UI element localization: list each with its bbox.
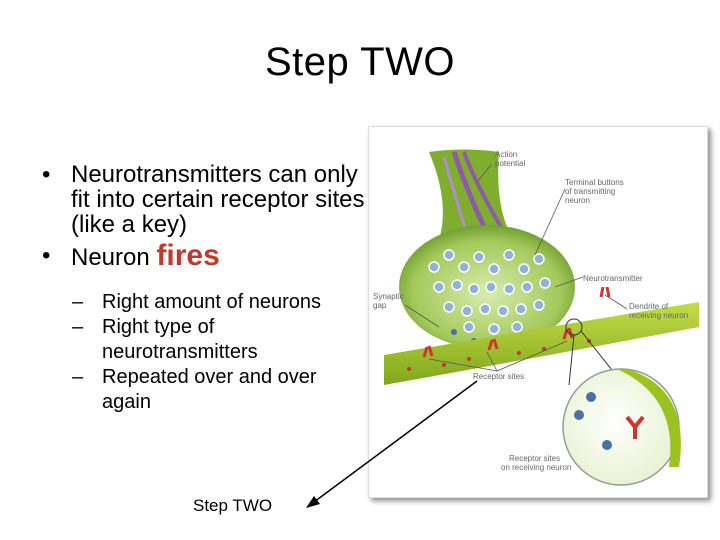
- synapse-illustration: Action potential Terminal buttons of tra…: [373, 149, 699, 486]
- bullet-dot: •: [42, 161, 51, 188]
- dendrite-membrane: [384, 302, 699, 385]
- bullet-item: • Neuron fires: [38, 241, 368, 271]
- sub-bullet-item: – Right type of neurotransmitters: [72, 315, 368, 365]
- label-receptor-sites-receiving: Receptor sites on receiving neuron: [501, 454, 571, 472]
- sub-bullet-dash: –: [72, 291, 84, 313]
- bullet-text: Neurotransmitters can only fit into cert…: [71, 161, 365, 238]
- label-action-potential: Action potential: [495, 150, 525, 168]
- step-caption: Step TWO: [193, 496, 273, 515]
- bullet-list: • Neurotransmitters can only fit into ce…: [38, 162, 368, 415]
- label-synaptic-gap: Synaptic gap: [373, 292, 406, 310]
- emphasis-text: fires: [156, 239, 220, 272]
- sub-bullet-text: Right type of neurotransmitters: [102, 316, 258, 363]
- label-dendrite: Dendrite of receiving neuron: [629, 302, 688, 320]
- label-terminal-buttons: Terminal buttons of transmitting neuron: [565, 178, 626, 205]
- sub-bullet-dash: –: [72, 316, 84, 338]
- sub-bullet-text: Right amount of neurons: [102, 291, 322, 313]
- label-neurotransmitter: Neurotransmitter: [583, 274, 643, 283]
- synapse-figure: Action potential Terminal buttons of tra…: [368, 126, 708, 498]
- sub-bullet-dash: –: [72, 366, 84, 388]
- magnified-view: [562, 368, 680, 486]
- bullet-text: Neuron: [71, 244, 157, 271]
- bullet-item: • Neurotransmitters can only fit into ce…: [38, 162, 368, 237]
- sub-bullet-item: – Right amount of neurons: [72, 290, 368, 315]
- sub-bullet-text: Repeated over and over again: [102, 366, 317, 413]
- sub-bullet-item: – Repeated over and over again: [72, 365, 368, 415]
- bullet-dot: •: [42, 242, 51, 269]
- slide-title: Step TWO: [265, 40, 455, 84]
- sub-bullet-list: – Right amount of neurons – Right type o…: [72, 290, 368, 415]
- label-receptor-sites: Receptor sites: [473, 372, 524, 381]
